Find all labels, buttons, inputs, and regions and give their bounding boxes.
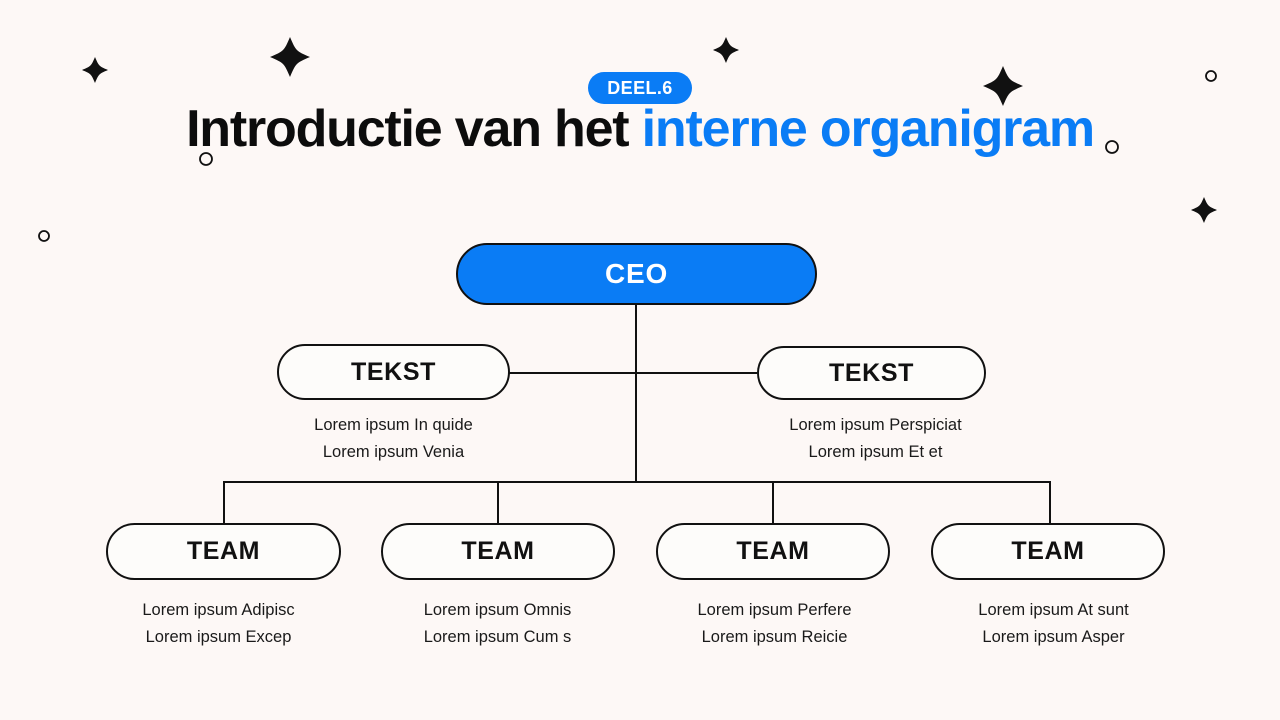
org-caption-team-4-line2: Lorem ipsum Asper: [982, 628, 1125, 646]
org-caption-tekst-1-line2: Lorem ipsum Venia: [322, 443, 465, 461]
section-badge: DEEL.6: [588, 72, 692, 104]
org-caption-team-3-line1: Lorem ipsum Perfere: [697, 601, 852, 619]
title-accent-part: interne organigram: [641, 100, 1095, 158]
org-node-team-1-label: TEAM: [186, 537, 261, 565]
org-node-ceo-label: CEO: [604, 258, 669, 289]
connector-level2-right: [635, 372, 757, 374]
org-caption-team-1-line2: Lorem ipsum Excep: [145, 628, 292, 646]
org-caption-team-3-line2: Lorem ipsum Reicie: [701, 628, 848, 646]
org-caption-tekst-2-line1: Lorem ipsum Perspiciat: [789, 416, 962, 434]
org-node-team-4[interactable]: TEAM: [931, 523, 1165, 580]
org-node-team-1[interactable]: TEAM: [106, 523, 341, 580]
title-plain-part: Introductie van het: [186, 100, 642, 158]
org-caption-team-2: Lorem ipsum Omnis Lorem ipsum Cum s: [380, 597, 615, 651]
org-caption-team-1: Lorem ipsum Adipisc Lorem ipsum Excep: [101, 597, 336, 651]
connector-level3-bus: [223, 481, 1051, 483]
org-caption-team-3: Lorem ipsum Perfere Lorem ipsum Reicie: [657, 597, 892, 651]
org-caption-tekst-2: Lorem ipsum Perspiciat Lorem ipsum Et et: [757, 412, 994, 466]
org-node-team-3-label: TEAM: [736, 537, 810, 565]
org-caption-tekst-1: Lorem ipsum In quide Lorem ipsum Venia: [277, 412, 510, 466]
connector-drop-team-2: [497, 481, 499, 525]
org-node-tekst-1[interactable]: TEKST: [277, 344, 510, 400]
connector-level2-left: [509, 372, 636, 374]
connector-drop-team-3: [772, 481, 774, 525]
org-caption-team-2-line2: Lorem ipsum Cum s: [423, 628, 572, 646]
org-caption-team-2-line1: Lorem ipsum Omnis: [423, 601, 572, 619]
org-node-team-3[interactable]: TEAM: [656, 523, 890, 580]
org-node-ceo[interactable]: CEO: [456, 243, 817, 305]
org-caption-team-4: Lorem ipsum At sunt Lorem ipsum Asper: [936, 597, 1171, 651]
org-caption-team-4-line1: Lorem ipsum At sunt: [978, 601, 1129, 619]
org-caption-tekst-1-line1: Lorem ipsum In quide: [314, 416, 473, 434]
org-node-team-2-label: TEAM: [461, 537, 535, 565]
connector-root-trunk: [635, 305, 637, 483]
page-title: Introductie van het interne organigram: [0, 94, 1280, 164]
org-node-team-2[interactable]: TEAM: [381, 523, 615, 580]
org-caption-tekst-2-line2: Lorem ipsum Et et: [808, 443, 943, 461]
connector-drop-team-1: [223, 481, 225, 525]
org-node-team-4-label: TEAM: [1011, 537, 1085, 565]
connector-drop-team-4: [1049, 481, 1051, 525]
org-caption-team-1-line1: Lorem ipsum Adipisc: [142, 601, 295, 619]
org-node-tekst-2-label: TEKST: [829, 358, 914, 387]
org-node-tekst-2[interactable]: TEKST: [757, 346, 986, 400]
org-node-tekst-1-label: TEKST: [351, 357, 436, 386]
